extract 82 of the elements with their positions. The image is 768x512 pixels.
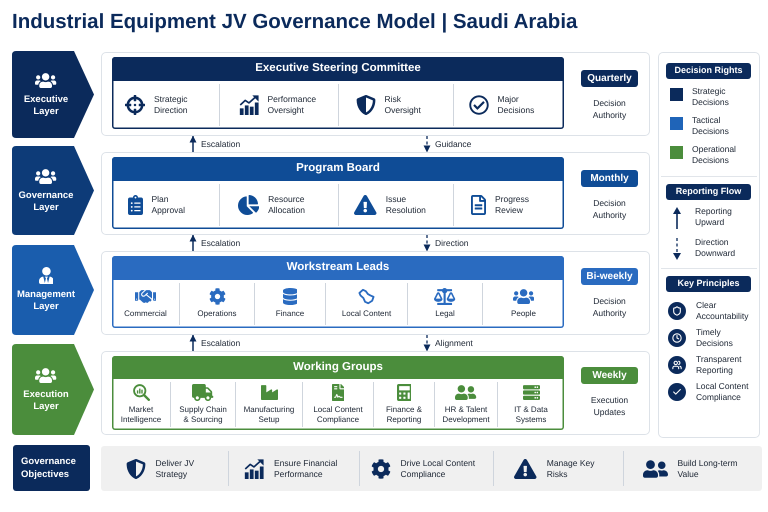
function-label: HR & Talent Development: [441, 404, 491, 426]
principle-label: Transparent Reporting: [696, 354, 743, 376]
frequency-badge: Bi-weekly: [581, 268, 638, 285]
function-label: Plan Approval: [152, 194, 186, 216]
edge-label: Escalation: [199, 338, 242, 348]
committee-box: [112, 157, 564, 229]
legend-label: Strategic Decisions: [692, 86, 730, 108]
function-label: IT & Data Systems: [513, 404, 549, 426]
function-label: Resource Allocation: [268, 194, 306, 216]
frequency-badge: Monthly: [581, 170, 638, 187]
scope-label: Execution Updates: [590, 394, 630, 418]
committee-box: [112, 57, 564, 129]
diagram-title: Industrial Equipment JV Governance Model | Saudi Arabia: [12, 9, 578, 35]
section-header: Key Principles: [666, 276, 751, 292]
committee-title-bar: Program Board: [112, 157, 564, 181]
function-label: Progress Review: [495, 194, 530, 216]
function-label: Finance & Reporting: [384, 404, 424, 426]
edge-label: Escalation: [199, 138, 242, 150]
legend-label: Direction Downward: [695, 237, 736, 259]
dashed-arrow: [424, 335, 430, 352]
layer-panel: [101, 351, 650, 435]
edge-label: Guidance: [433, 138, 474, 150]
committee-box: [112, 256, 564, 328]
objectives-band: [101, 446, 762, 491]
layer-label: Management Layer: [16, 289, 76, 313]
arrow: [190, 136, 196, 152]
objectives-heading-box: Governance Objectives: [13, 445, 90, 491]
function-label: Strategic Direction: [154, 94, 189, 116]
arrow: [190, 334, 196, 351]
objective-label: Drive Local Content Compliance: [400, 458, 476, 480]
layer-banner: [12, 344, 94, 435]
committee-title-bar: Working Groups: [112, 356, 564, 379]
layer-panel: [101, 152, 650, 235]
function-label: Major Decisions: [498, 94, 536, 116]
edge-label: Direction: [433, 238, 471, 248]
objective-label: Deliver JV Strategy: [156, 458, 196, 480]
layer-panel: [101, 52, 650, 136]
objective-label: Build Long-term Value: [678, 458, 739, 480]
function-label: Local Content Compliance: [312, 404, 364, 426]
principle-label: Local Content Compliance: [696, 381, 750, 403]
committee-title-bar: Workstream Leads: [112, 256, 564, 280]
edge-label: Escalation: [199, 238, 242, 248]
legend-panel: [658, 52, 760, 438]
function-label: People: [511, 309, 536, 320]
layer-label: Executive Layer: [22, 94, 70, 118]
function-label: Supply Chain & Sourcing: [178, 404, 228, 426]
frequency-badge: Quarterly: [581, 70, 638, 87]
function-label: Market Intelligence: [120, 404, 162, 426]
scope-label: Decision Authority: [592, 97, 628, 121]
function-label: Issue Resolution: [386, 194, 427, 216]
layer-banner: [12, 245, 94, 335]
scope-label: Decision Authority: [592, 295, 628, 319]
layer-banner: [12, 146, 94, 235]
legend-label: Operational Decisions: [692, 144, 737, 166]
function-label: Operations: [197, 309, 237, 320]
edge-label: Alignment: [433, 338, 475, 348]
layer-panel: [101, 251, 650, 335]
principle-label: Timely Decisions: [696, 327, 734, 349]
arrow: [190, 234, 196, 251]
layer-label: Governance Layer: [18, 190, 74, 214]
committee-title-bar: Executive Steering Committee: [112, 57, 564, 81]
legend-label: Tactical Decisions: [692, 115, 730, 137]
function-label: Manufacturing Setup: [242, 404, 296, 426]
function-label: Commercial: [124, 309, 167, 320]
layer-banner: [12, 51, 94, 138]
function-label: Legal: [435, 309, 455, 320]
principle-label: Clear Accountability: [696, 300, 750, 322]
section-header: Decision Rights: [666, 63, 751, 79]
scope-label: Decision Authority: [592, 197, 628, 221]
frequency-badge: Weekly: [581, 367, 638, 384]
function-label: Local Content: [342, 309, 392, 320]
legend-label: Reporting Upward: [695, 206, 733, 228]
function-label: Finance: [276, 309, 304, 320]
layer-label: Execution Layer: [22, 388, 70, 412]
function-label: Risk Oversight: [384, 94, 422, 116]
function-label: Performance Oversight: [268, 94, 318, 116]
dashed-arrow: [424, 235, 430, 252]
objective-label: Ensure Financial Performance: [274, 458, 338, 480]
objective-label: Manage Key Risks: [546, 458, 596, 480]
dashed-arrow: [424, 136, 430, 152]
section-header: Reporting Flow: [666, 184, 751, 200]
committee-box: [112, 356, 564, 430]
